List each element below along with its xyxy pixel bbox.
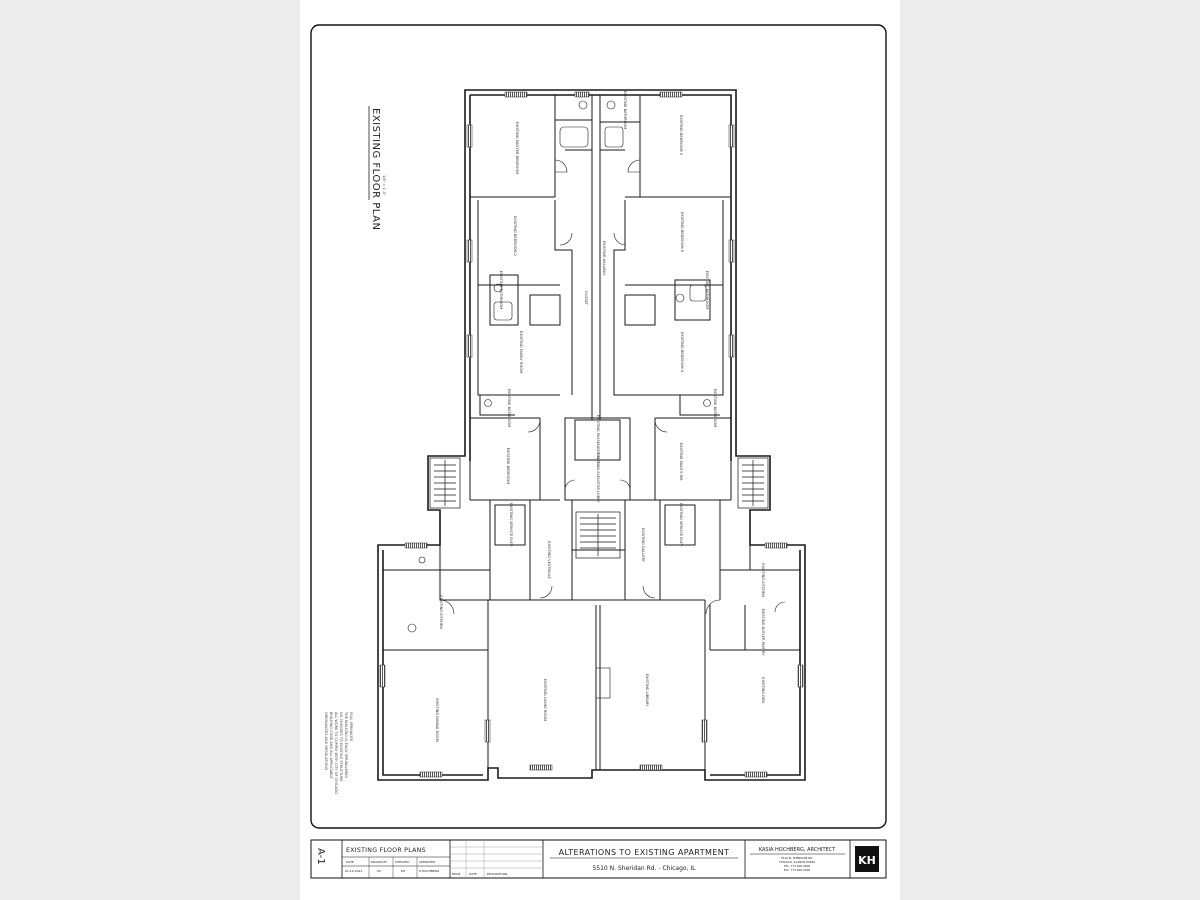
general-notes: FULL SPRINKLER THE BUILDING IS FULLY SPR… [324,711,353,794]
plumbing-fixtures [407,100,711,699]
stair-center [575,511,621,559]
room-label-closet: CLOSET [584,291,588,306]
room-label-bedroom-2: EXISTING BEDROOM 2 [513,216,517,256]
project-address: 5510 N. Sheridan Rd. - Chicago, IL [592,865,696,872]
plan-scale: 1/8" = 1'-0" [382,175,386,196]
note-line: ORDINANCES AND REGULATIONS [324,712,328,771]
note-line: FULL SPRINKLER [349,712,353,741]
room-label-kitchen-right: EXISTING KITCHEN [761,563,765,597]
room-label-bathroom-right: EXISTING BATHROOM [705,271,709,310]
info-value: KS [377,869,381,873]
sheet-border [310,24,887,829]
architect-line: CHICAGO, ILLINOIS 60640 [779,860,816,864]
sheet-number: A-1 [315,848,326,865]
stair-left [429,457,461,509]
door-swings [439,159,786,615]
stair-right [737,457,769,509]
floor-plan [377,89,806,781]
room-label-bath-right-small: EXISTING BATHROOM [713,389,717,428]
room-label-living-room: EXISTING LIVING ROOM [543,679,547,721]
room-label-vestibule: EXISTING VESTIBULE [547,541,551,579]
room-label-butler-pantry: EXISTING BUTLER PANTRY [761,609,765,657]
revision-grid [450,840,543,878]
plan-title-text: EXISTING FLOOR PLAN [370,108,381,230]
architect-line: 5510 N. SHERIDAN RD. [781,856,813,860]
room-label-library: EXISTING LIBRARY [645,674,649,708]
windows [379,91,804,778]
room-labels: EXISTING MASTER BEDROOM EXISTING BEDROOM… [435,91,765,742]
room-label-den: EXISTING DEN [761,677,765,703]
title-block: A-1 EXISTING FLOOR PLANS DATE DRAWN BY C… [310,839,887,879]
logo-letters: KH [858,854,876,867]
room-label-bedroom-5: EXISTING BEDROOM 5 [679,115,683,155]
sheet-title: EXISTING FLOOR PLANS [346,847,426,854]
room-label-kitchen-left: EXISTING KITCHEN [439,595,443,629]
room-label-maids-room: EXISTING MAID'S RM. [679,443,683,481]
room-label-elevator-lobby: EXISTING ELEVATOR LOBBY [596,453,600,503]
room-label-bedroom-left: EXISTING BEDROOM [506,448,510,485]
info-value: 01-12-2021 [345,869,363,873]
architect-name: KASIA HOCHBERG, ARCHITECT [759,847,836,853]
room-label-bedroom-4: EXISTING BEDROOM 4 [680,332,684,373]
room-label-bath-left-small: EXISTING BATHROOM [507,389,511,428]
plan-title: EXISTING FLOOR PLAN 1/8" = 1'-0" [368,106,386,230]
note-line: BUILDING CODE AND ALL APPLICABLE [329,712,333,779]
room-label-service-elev-left: EXISTING SERVICE ELEV. [509,503,513,547]
revision-header: DATE [469,872,477,876]
note-line: THE BUILDING IS FULLY SPRINKLERED [344,711,348,778]
architect-logo: KH [855,846,879,872]
architect-line: FAX. 773.000.0000 [784,868,811,872]
revision-header: REV# [452,872,461,876]
room-label-hallway: EXISTING HALLWAY [602,241,606,276]
room-label-bathroom-top: EXISTING BATHROOM [623,91,627,130]
info-value: KH [401,869,405,873]
room-label-passenger-elevator: EXISTING PASSENGER ELEV. [596,415,600,465]
info-header: CHECKED [395,860,410,864]
room-label-bathroom-left: EXISTING BATHROOM [499,271,503,310]
info-value: K.HOCHBERG [419,869,440,873]
architect-line: TEL. 773.000.0000 [783,864,811,868]
note-line: ALL WORK TO COMPLY WITH CITY OF CHICAGO [334,712,338,794]
room-label-service-elev-right: EXISTING SERVICE ELEV. [679,503,683,547]
room-label-family-room: EXISTING FAMILY ROOM [519,331,523,373]
info-header: DATE [346,860,354,864]
room-label-dining-room: EXISTING DINING ROOM [435,698,439,741]
project-title: ALTERATIONS TO EXISTING APARTMENT [559,848,730,857]
room-label-gallery: EXISTING GALLERY [641,528,645,563]
revision-header: DESCRIPTION [487,872,507,876]
room-label-master-bedroom: EXISTING MASTER BEDROOM [515,122,519,175]
room-label-bedroom-6: EXISTING BEDROOM 6 [680,212,684,253]
info-header: DRAWN BY [371,860,387,864]
info-header: APPROVED [419,860,436,864]
note-line: NO CHANGES TO EXISTING STRUCTURE [339,712,343,781]
